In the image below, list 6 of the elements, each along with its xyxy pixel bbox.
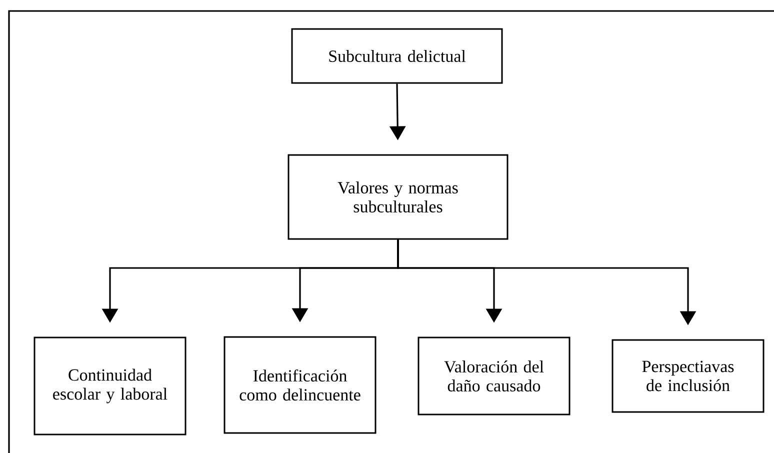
- text-box: Valores y normas subculturales: [288, 154, 508, 240]
- text-box: Identificación como delincuente: [224, 336, 376, 434]
- text-box: Perspectiavas de inclusión: [612, 339, 764, 413]
- text-box: Subcultura delictual: [291, 28, 503, 84]
- text-box: Valoración del daño causado: [418, 336, 570, 416]
- text-box: Continuidad escolar y laboral: [34, 336, 186, 436]
